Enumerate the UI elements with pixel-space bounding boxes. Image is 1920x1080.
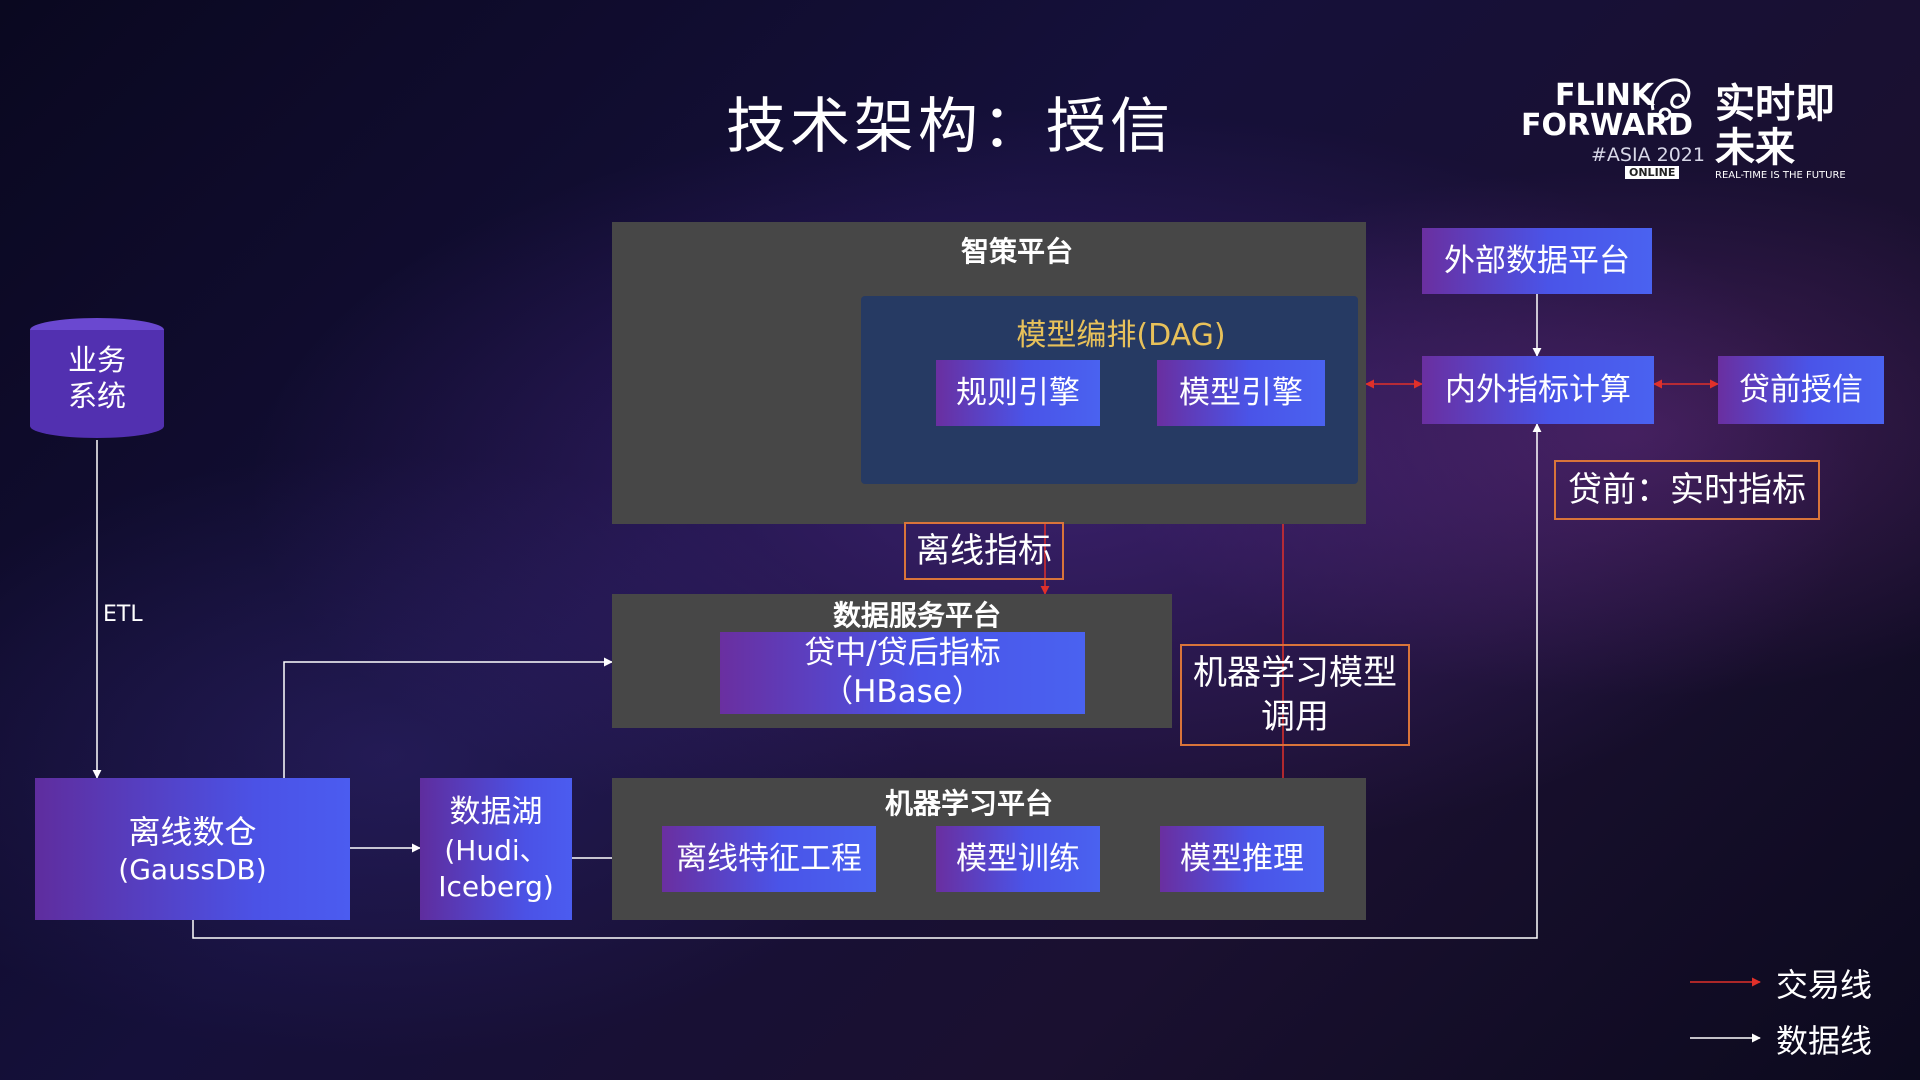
page-title: 技术架构：授信 [726,92,1174,162]
warehouse-to-indicator-line [192,423,1542,939]
dag-title: 模型编排(DAG) [1016,318,1226,353]
data-lake-box: 数据湖 (Hudi、 Iceberg) [420,778,572,920]
hbase-line1: 贷中/贷后指标 [804,635,1001,672]
model-training-box: 模型训练 [936,826,1100,892]
squirrel-icon [1645,70,1695,126]
pre-loan-credit-box: 贷前授信 [1718,356,1884,424]
business-system-cylinder: 业务系统 [30,318,164,438]
data-service-title: 数据服务平台 [832,599,1001,632]
flink-forward-logo: FLINK FORWARD #ASIA 2021 ONLINE 实时即未来 RE… [1515,70,1855,190]
data-service-panel: 数据服务平台 贷中/贷后指标 （HBase） [612,594,1172,728]
dag-panel: 模型编排(DAG) 规则引擎 模型引擎 [861,296,1358,484]
logo-tagline: REAL-TIME IS THE FUTURE [1715,170,1846,181]
ml-platform-panel: 机器学习平台 离线特征工程 模型训练 模型推理 [612,778,1366,920]
realtime-indicator-label: 贷前：实时指标 [1554,460,1820,520]
datalake-line3: Iceberg) [438,870,554,904]
warehouse-to-dataservice-line [283,657,613,778]
external-data-platform-box: 外部数据平台 [1422,228,1652,294]
hbase-indicator-box: 贷中/贷后指标 （HBase） [720,632,1085,714]
warehouse-subtitle: (GaussDB) [118,852,267,886]
legend-data-label: 数据线 [1776,1022,1873,1060]
datalake-line2: (Hudi、 [444,833,548,867]
logo-line1: FLINK [1555,78,1655,113]
hbase-line2: （HBase） [822,674,983,710]
ml-model-call-label: 机器学习模型 调用 [1180,644,1410,746]
zhice-platform-panel: 智策平台 模型编排(DAG) 规则引擎 模型引擎 [612,222,1366,524]
etl-label: ETL [103,602,143,627]
logo-cn: 实时即未来 [1715,81,1835,171]
ml-call-line2: 调用 [1261,697,1329,737]
logo-badge: ONLINE [1625,166,1680,179]
datalake-title: 数据湖 [449,794,543,831]
logo-line3: #ASIA 2021 [1591,144,1705,166]
cylinder-bottom [30,414,164,438]
rule-engine-box: 规则引擎 [936,360,1100,426]
warehouse-title: 离线数仓 [128,812,257,851]
offline-feature-box: 离线特征工程 [662,826,876,892]
offline-warehouse-box: 离线数仓 (GaussDB) [35,778,350,920]
business-system-label: 业务系统 [30,330,164,426]
model-inference-box: 模型推理 [1160,826,1324,892]
logo-line2: FORWARD [1521,108,1694,143]
zhice-platform-title: 智策平台 [960,235,1073,268]
ml-call-line1: 机器学习模型 [1193,652,1397,693]
model-engine-box: 模型引擎 [1157,360,1325,426]
legend-trade-label: 交易线 [1776,966,1873,1004]
ml-platform-title: 机器学习平台 [884,787,1053,820]
indicator-calc-box: 内外指标计算 [1422,356,1654,424]
offline-indicator-label: 离线指标 [904,522,1064,580]
